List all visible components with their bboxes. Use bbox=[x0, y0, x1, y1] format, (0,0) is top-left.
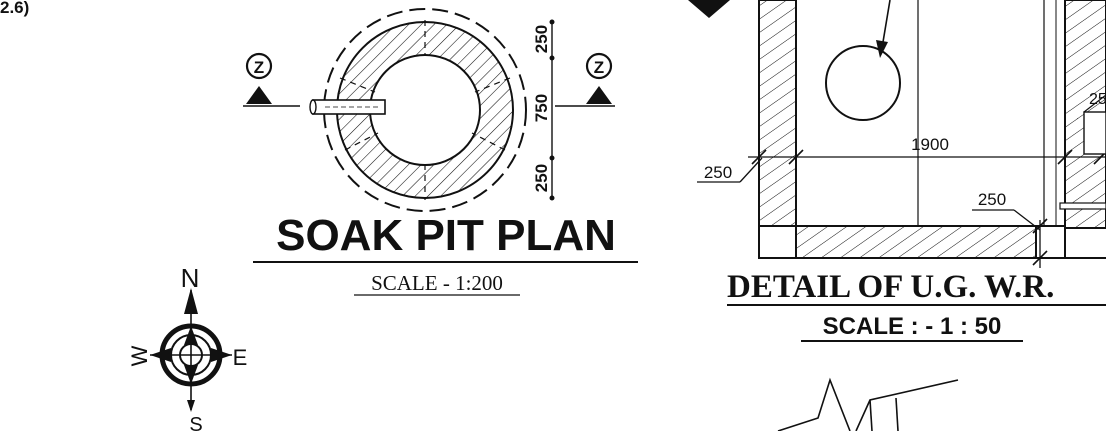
soak-pit-plan: Z Z 250 750 250 SOAK PIT PLAN SCALE - 1:… bbox=[243, 0, 638, 296]
section-marker-right-label: Z bbox=[594, 58, 604, 77]
dimension-tick bbox=[1032, 218, 1048, 234]
north-label: N bbox=[181, 263, 200, 293]
ugwr-wall-leader bbox=[739, 157, 763, 183]
sketch-outline bbox=[869, 399, 873, 431]
soak-pit-title: SOAK PIT PLAN bbox=[276, 211, 616, 260]
dimension-bottom: 250 bbox=[532, 164, 551, 192]
dimension-top: 250 bbox=[532, 25, 551, 53]
soak-pit-hatched-ring bbox=[300, 0, 560, 230]
dimension-tick bbox=[549, 155, 555, 161]
section-marker-left-label: Z bbox=[254, 58, 264, 77]
ugwr-floor-corner-right bbox=[1035, 225, 1066, 259]
soak-pit-dimension-chain: 250 750 250 bbox=[532, 19, 555, 201]
ugwr-scale: SCALE : - 1 : 50 bbox=[823, 313, 1002, 340]
dimension-tick bbox=[549, 55, 555, 61]
ugwr-inlet-opening bbox=[825, 45, 901, 121]
ugwr-leader-arrowhead bbox=[876, 40, 888, 58]
ugwr-wall-thickness-label: 250 bbox=[704, 163, 732, 182]
dimension-tick bbox=[1057, 149, 1073, 165]
compass-star-point bbox=[184, 326, 198, 345]
ugwr-right-step bbox=[1059, 202, 1106, 210]
south-arrow-head bbox=[187, 400, 195, 412]
soak-pit-radial-lines bbox=[339, 20, 511, 200]
dimension-tick bbox=[788, 149, 804, 165]
north-arrow-head bbox=[184, 288, 198, 314]
dimension-tick bbox=[751, 149, 767, 165]
ugwr-floor-leader bbox=[1013, 209, 1041, 231]
section-marker-left: Z bbox=[243, 52, 300, 107]
ugwr-right-leader bbox=[1083, 94, 1106, 113]
ugwr-left-wall bbox=[758, 0, 797, 229]
dimension-middle: 750 bbox=[532, 94, 551, 122]
sketch-outline bbox=[895, 397, 899, 431]
east-label: E bbox=[233, 345, 248, 370]
ugwr-floor-slab bbox=[795, 225, 1037, 259]
west-label: W bbox=[127, 345, 152, 366]
compass-star-point bbox=[150, 348, 171, 362]
dimension-tick bbox=[549, 19, 555, 25]
ugwr-right-notch bbox=[1083, 111, 1106, 155]
partial-sketch-fragment bbox=[777, 377, 959, 431]
ugwr-inner-width-label: 1900 bbox=[911, 135, 949, 154]
dimension-tick bbox=[1032, 250, 1048, 266]
section-marker-right-circle bbox=[585, 52, 613, 80]
north-arrow: N E W S bbox=[127, 263, 247, 431]
soak-pit-scale: SCALE - 1:200 bbox=[371, 271, 503, 295]
diamond-marker bbox=[688, 0, 730, 18]
corner-label: 2.6) bbox=[0, 0, 29, 17]
section-marker-right-arrowhead bbox=[586, 86, 612, 104]
ugwr-leader-line bbox=[881, 0, 891, 49]
ugwr-right-dim-label: 25 bbox=[1089, 91, 1106, 108]
ugwr-title: DETAIL OF U.G. W.R. bbox=[727, 269, 1054, 305]
ugwr-floor-thickness-label: 250 bbox=[978, 190, 1006, 209]
compass-star-point bbox=[184, 365, 198, 384]
section-marker-left-circle bbox=[245, 52, 273, 80]
compass-star-point bbox=[211, 348, 232, 362]
ugwr-floor-corner-left bbox=[758, 225, 797, 259]
section-marker-left-arrowhead bbox=[246, 86, 272, 104]
south-label: S bbox=[189, 414, 202, 431]
sketch-outline bbox=[777, 377, 851, 431]
soak-pit-pipe-end bbox=[309, 99, 317, 115]
ugwr-detail: 1900 250 250 25 DETAIL OF U.G. W.R. SCAL… bbox=[688, 0, 1106, 342]
dimension-tick bbox=[549, 195, 555, 201]
section-marker-right: Z bbox=[555, 52, 615, 107]
